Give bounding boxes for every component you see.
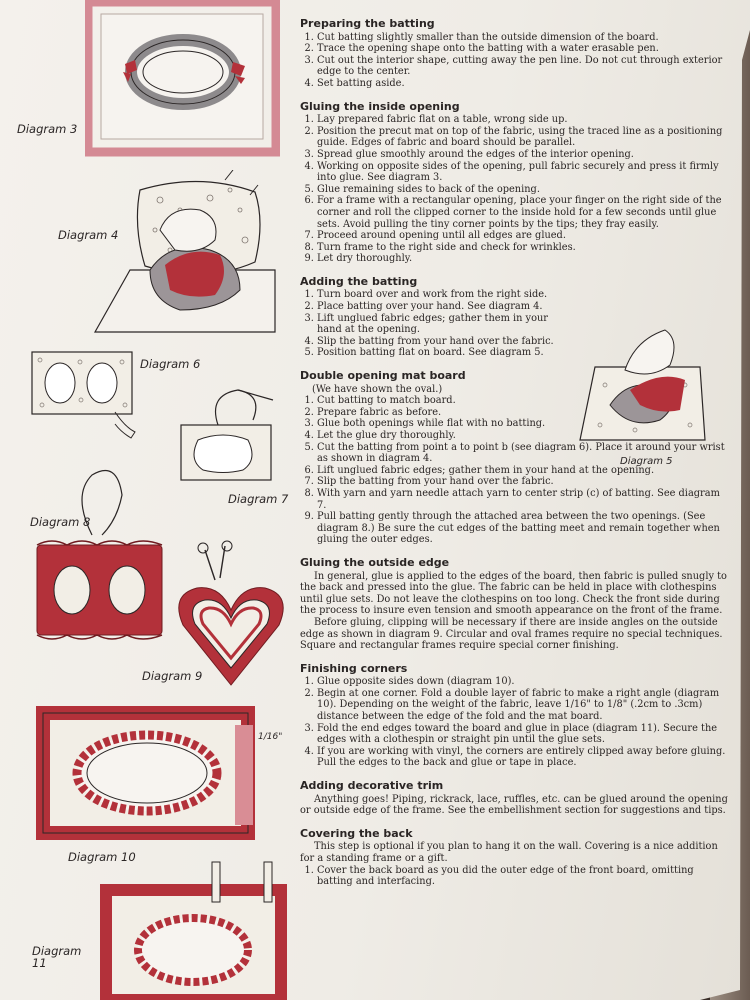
list-item: Glue remaining sides to back of the open… xyxy=(317,184,730,196)
list-item: Pull batting gently through the attached… xyxy=(317,511,730,546)
diagram-8-figure xyxy=(36,470,163,640)
double-opening-intro: (We have shown the oval.) xyxy=(312,383,443,395)
adding-batting-title: Adding the batting xyxy=(300,274,418,288)
list-item: Cover the back board as you did the oute… xyxy=(317,865,730,888)
diagram-5-label: Diagram 5 xyxy=(620,456,673,467)
trim-para: Anything goes! Piping, rickrack, lace, r… xyxy=(300,793,728,817)
list-item: Slip the batting from your hand over the… xyxy=(317,476,730,488)
list-item: For a frame with a rectangular opening, … xyxy=(317,195,730,230)
list-item: Turn frame to the right side and check f… xyxy=(317,242,730,254)
list-item: Cut batting slightly smaller than the ou… xyxy=(317,32,730,44)
list-item: Place batting over your hand. See diagra… xyxy=(317,301,570,313)
covering-steps: Cover the back board as you did the oute… xyxy=(300,865,730,888)
finishing-steps: Glue opposite sides down (diagram 10). B… xyxy=(300,676,730,769)
list-item: Slip the batting from your hand over the… xyxy=(317,336,570,348)
list-item: Lift unglued fabric edges; gather them i… xyxy=(317,313,570,336)
diagram-4-figure xyxy=(93,170,276,333)
list-item: Set batting aside. xyxy=(317,78,730,90)
list-item: Position the precut mat on top of the fa… xyxy=(317,126,730,149)
list-item: Spread glue smoothly around the edges of… xyxy=(317,149,730,161)
trim-title: Adding decorative trim xyxy=(300,779,444,793)
preparing-steps: Cut batting slightly smaller than the ou… xyxy=(300,32,730,90)
outside-edge-para-2: Before gluing, clipping will be necessar… xyxy=(300,616,723,652)
list-item: Let dry thoroughly. xyxy=(317,253,730,265)
diagram-8-label: Diagram 8 xyxy=(30,515,91,529)
list-item: Working on opposite sides of the opening… xyxy=(317,161,730,184)
illustration-column: Diagram 3 Diagram 4 xyxy=(0,0,300,1000)
preparing-title: Preparing the batting xyxy=(300,17,435,30)
diagram-5-figure xyxy=(579,329,706,441)
list-item: If you are working with vinyl, the corne… xyxy=(317,746,730,769)
list-item: Begin at one corner. Fold a double layer… xyxy=(317,688,730,723)
list-item: Turn board over and work from the right … xyxy=(317,289,570,301)
adding-batting-steps: Turn board over and work from the right … xyxy=(300,289,570,359)
list-item: Proceed around opening until all edges a… xyxy=(317,230,730,242)
instructions-column: Preparing the batting Cut batting slight… xyxy=(300,18,730,888)
list-item: Prepare fabric as before. xyxy=(317,407,730,419)
list-item: Glue both openings while flat with no ba… xyxy=(317,418,730,430)
list-item: Cut out the interior shape, cutting away… xyxy=(317,55,730,78)
diagram-7-figure xyxy=(180,389,274,481)
diagram-3-label: Diagram 3 xyxy=(17,122,78,136)
list-item: Position batting flat on board. See diag… xyxy=(317,347,570,359)
diagram-9-label: Diagram 9 xyxy=(142,669,203,683)
diagram-10-label: Diagram 10 xyxy=(68,850,136,864)
diagram-7-label: Diagram 7 xyxy=(228,492,289,506)
list-item: Cut the batting from point a to point b … xyxy=(317,442,730,465)
list-item: Glue opposite sides down (diagram 10). xyxy=(317,676,730,688)
double-opening-steps: Cut batting to match board. Prepare fabr… xyxy=(300,395,730,546)
list-item: Let the glue dry thoroughly. xyxy=(317,430,730,442)
outside-edge-para-1: In general, glue is applied to the edges… xyxy=(300,570,727,617)
list-item: Cut batting to match board. xyxy=(317,395,730,407)
covering-para: This step is optional if you plan to han… xyxy=(300,841,718,864)
diagram-9-figure xyxy=(178,540,284,686)
diagram-11-label: Diagram 11 xyxy=(32,944,82,970)
list-item: Trace the opening shape onto the batting… xyxy=(317,43,730,55)
finishing-title: Finishing corners xyxy=(300,661,408,675)
list-item: Lift unglued fabric edges; gather them i… xyxy=(317,465,730,477)
double-opening-title: Double opening mat board xyxy=(300,369,466,383)
list-item: Lay prepared fabric flat on a table, wro… xyxy=(317,114,730,126)
diagram-3-figure xyxy=(85,0,280,157)
diagram-11-figure xyxy=(100,861,287,1000)
covering-title: Covering the back xyxy=(300,826,413,840)
diagram-6-figure xyxy=(31,351,136,439)
list-item: With yarn and yarn needle attach yarn to… xyxy=(317,488,730,511)
diagram-10-note: 1/16" xyxy=(258,732,283,742)
gluing-inside-steps: Lay prepared fabric flat on a table, wro… xyxy=(300,114,730,265)
list-item: Fold the end edges toward the board and … xyxy=(317,723,730,746)
diagram-4-label: Diagram 4 xyxy=(58,228,119,242)
gluing-inside-title: Gluing the inside opening xyxy=(300,99,460,113)
outside-edge-title: Gluing the outside edge xyxy=(300,555,450,569)
diagram-6-label: Diagram 6 xyxy=(140,357,201,371)
diagram-10-figure xyxy=(36,706,255,840)
